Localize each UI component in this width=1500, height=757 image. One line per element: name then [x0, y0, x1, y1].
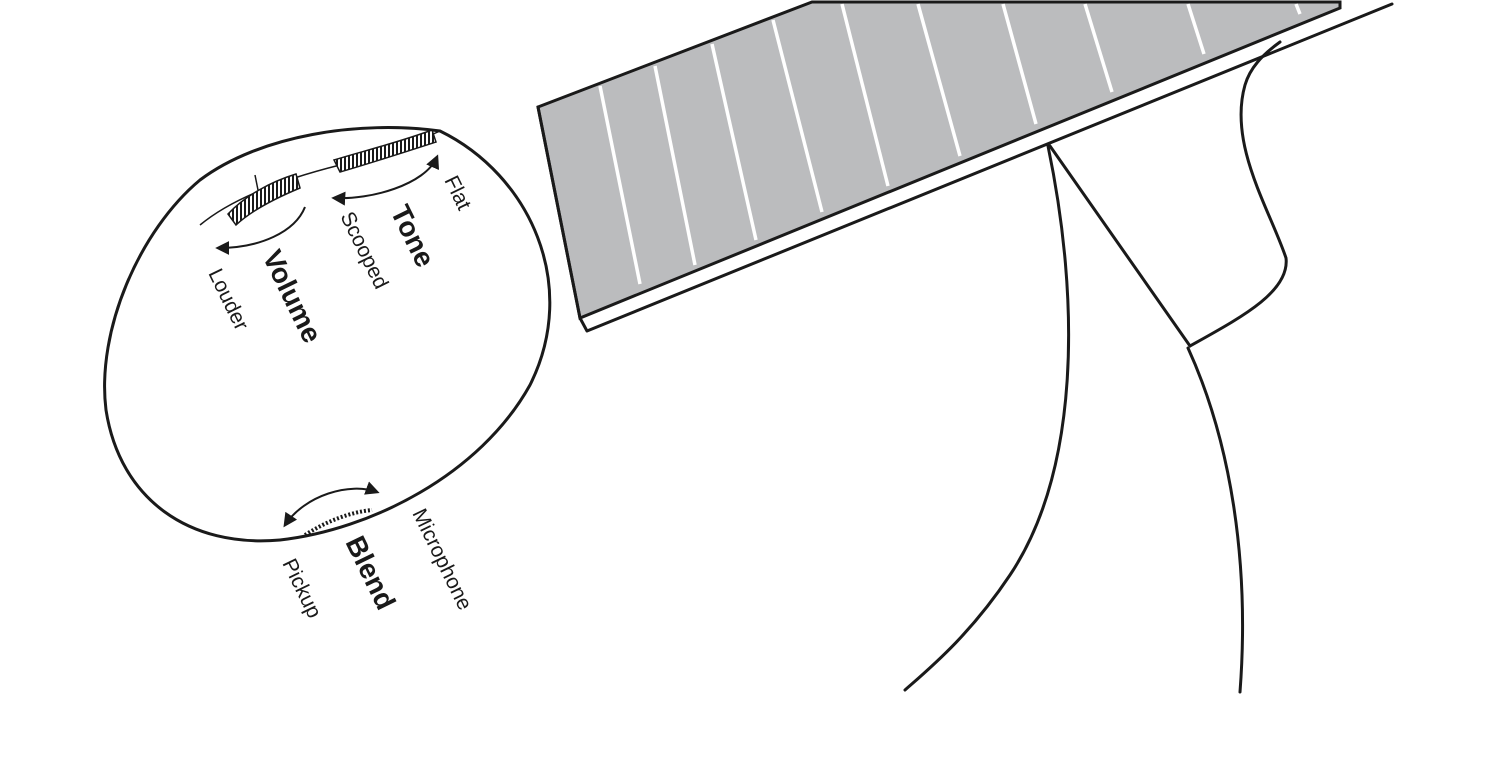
- volume-knob[interactable]: [215, 173, 306, 255]
- guitar-neck: [536, 0, 1394, 333]
- tone-knob[interactable]: [331, 129, 440, 206]
- blend-label: Blend: [340, 531, 402, 614]
- blend-pickup-label: Pickup: [278, 555, 326, 622]
- blend-knob[interactable]: [283, 481, 380, 537]
- guitar-body: [903, 40, 1288, 694]
- fret-wires: [598, 3, 1302, 285]
- blend-microphone-label: Microphone: [408, 505, 477, 614]
- volume-arrow: [215, 206, 306, 255]
- tone-label: Tone: [385, 200, 441, 272]
- blend-arrow: [283, 481, 380, 528]
- tone-flat-label: Flat: [440, 172, 476, 214]
- tone-scooped-label: Scooped: [336, 208, 393, 293]
- volume-louder-label: Louder: [204, 265, 253, 334]
- fretboard: [536, 0, 1342, 321]
- tone-arrow: [331, 154, 440, 206]
- volume-label: Volume: [257, 245, 328, 348]
